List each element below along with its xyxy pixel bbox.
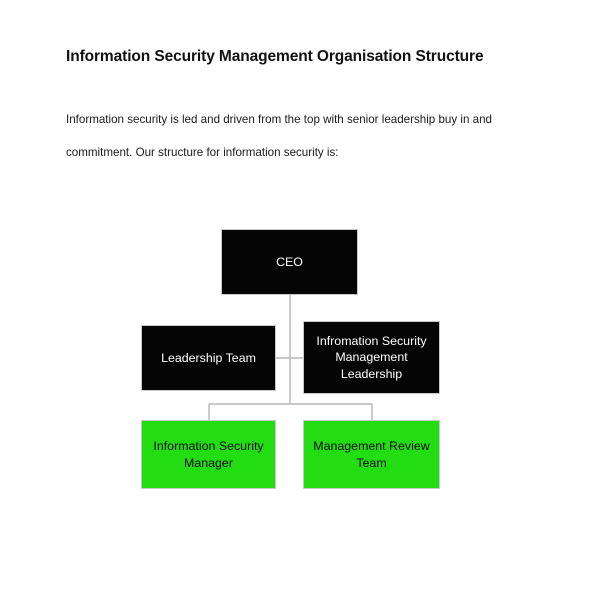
org-node-leadership-team[interactable]: Leadership Team (141, 325, 276, 391)
intro-paragraph: Information security is led and driven f… (66, 113, 492, 159)
org-node-information-security-manager[interactable]: Information Security Manager (141, 420, 276, 489)
org-node-management-review-team[interactable]: Management Review Team (303, 420, 440, 489)
org-node-label: Management Review Team (313, 439, 430, 470)
org-node-ceo[interactable]: CEO (221, 229, 358, 295)
page-title: Information Security Management Organisa… (66, 48, 484, 65)
org-node-label: Infromation Security Management Leadersh… (316, 333, 427, 381)
org-node-label: Leadership Team (161, 350, 256, 365)
org-node-label: CEO (276, 254, 303, 269)
org-node-label: Information Security Manager (153, 439, 264, 470)
org-node-information-security-management-leadership[interactable]: Infromation Security Management Leadersh… (303, 321, 440, 394)
